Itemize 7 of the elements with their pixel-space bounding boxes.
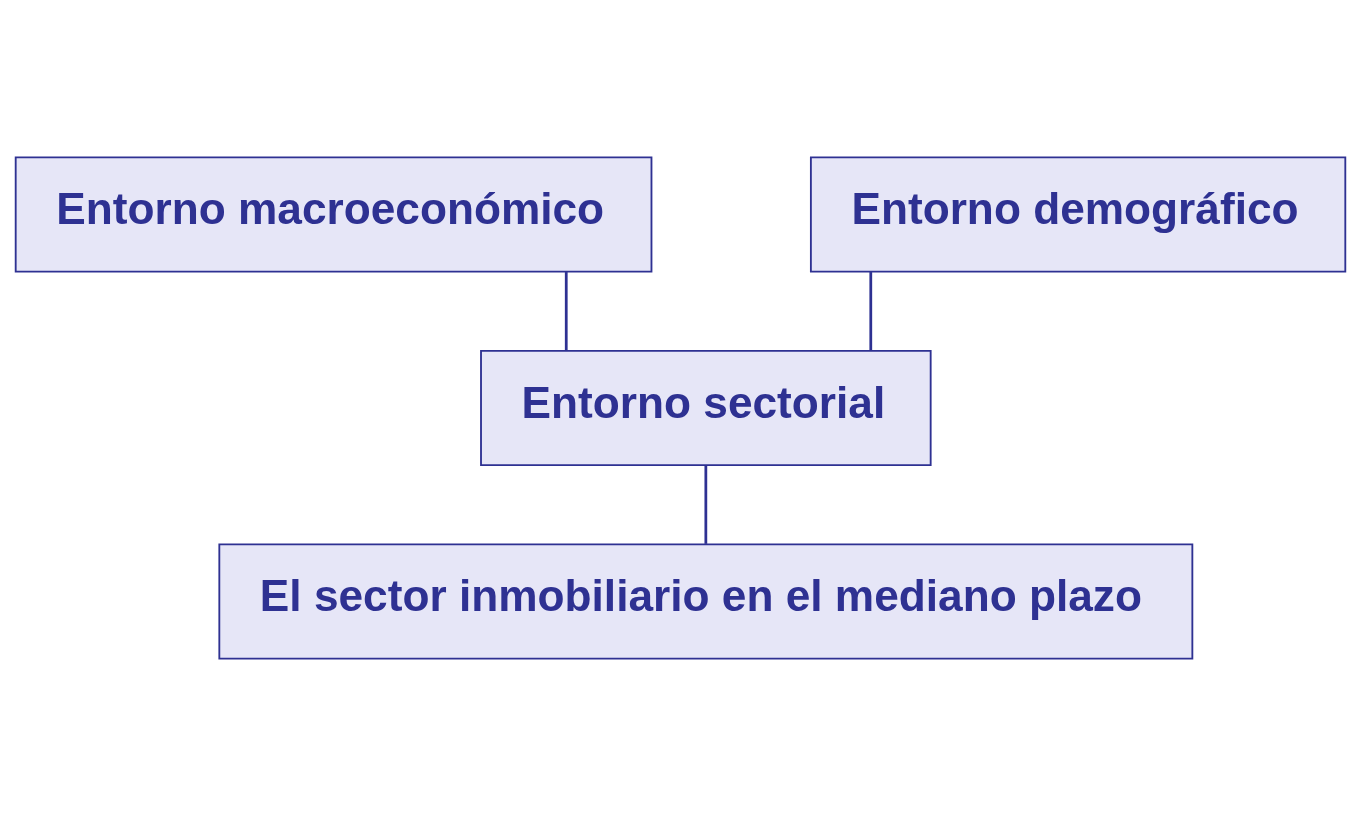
connector [564, 271, 568, 350]
connector [704, 465, 708, 544]
node-box: Entorno sectorial [480, 349, 932, 466]
node-box: El sector inmobiliario en el mediano plazo [218, 542, 1194, 660]
node-box: Entorno macroeconómico [14, 155, 653, 273]
connector [869, 271, 873, 350]
node-box: Entorno demográfico [809, 155, 1347, 273]
